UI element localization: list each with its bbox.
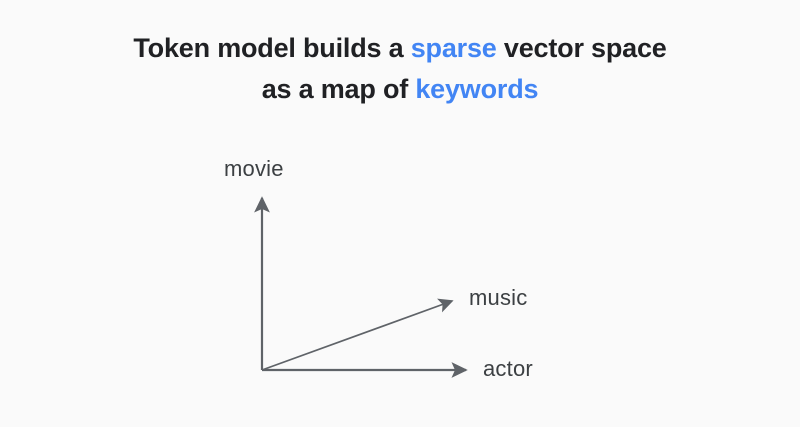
title-line-1: Token model builds a sparse vector space xyxy=(0,28,800,69)
title-line-1-part2: vector space xyxy=(496,33,667,63)
title-line-1-part1: Token model builds a xyxy=(133,33,411,63)
title-highlight-keywords: keywords xyxy=(415,74,539,104)
title-highlight-sparse: sparse xyxy=(410,33,497,63)
title-line-2: as a map of keywords xyxy=(0,69,800,110)
diagonal-axis-line-music xyxy=(261,298,454,371)
axis-label-movie: movie xyxy=(224,156,284,181)
page-title: Token model builds a sparse vector space… xyxy=(0,28,800,110)
axis-label-actor: actor xyxy=(483,356,533,381)
title-line-2-part1: as a map of xyxy=(261,74,416,104)
axis-label-music: music xyxy=(469,285,528,310)
